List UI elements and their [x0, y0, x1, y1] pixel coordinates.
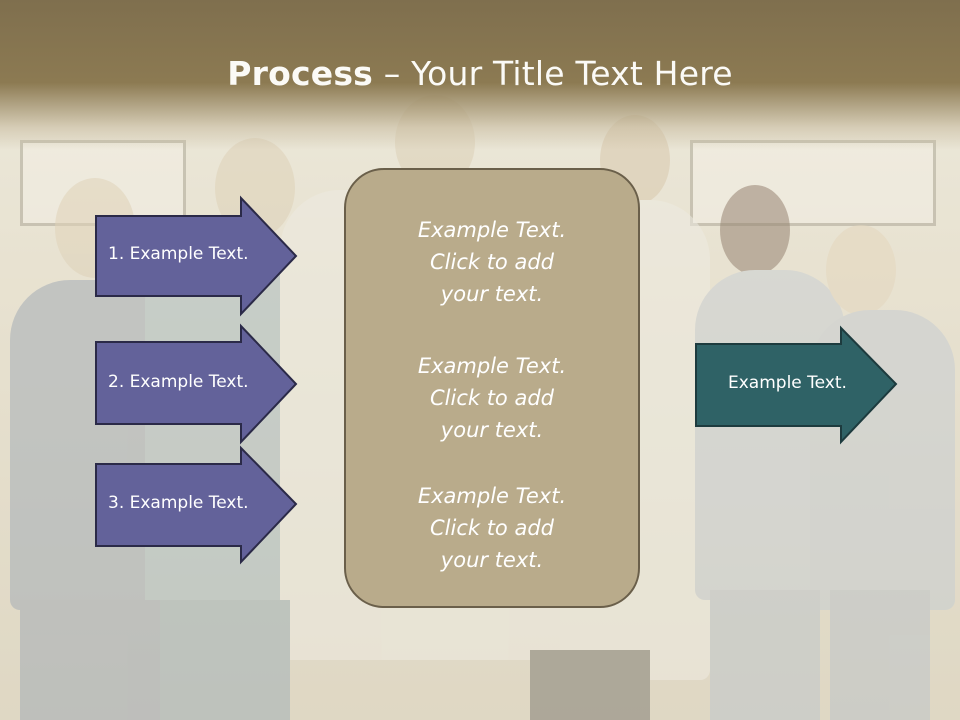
process-text-2[interactable]: Example Text. Click to add your text. — [417, 354, 567, 442]
title-rest: – Your Title Text Here — [373, 54, 733, 93]
output-arrow-label: Example Text. — [728, 373, 847, 393]
process-text-3[interactable]: Example Text. Click to add your text. — [417, 484, 567, 572]
input-arrow-1[interactable]: 1. Example Text. — [95, 195, 300, 317]
input-arrow-3[interactable]: 3. Example Text. — [95, 445, 300, 565]
input-arrow-label: 1. Example Text. — [108, 244, 249, 264]
input-arrow-label: 3. Example Text. — [108, 493, 249, 513]
output-arrow[interactable]: Example Text. — [695, 325, 900, 445]
title-bold: Process — [227, 54, 374, 93]
title-band — [0, 0, 960, 150]
input-arrow-2[interactable]: 2. Example Text. — [95, 323, 300, 445]
arrow-shape — [95, 445, 298, 565]
arrow-shape — [95, 195, 298, 317]
input-arrow-label: 2. Example Text. — [108, 372, 249, 392]
process-box[interactable]: Example Text. Click to add your text. Ex… — [344, 168, 640, 608]
arrow-shape — [695, 325, 898, 445]
arrow-shape — [95, 323, 298, 445]
slide-title[interactable]: Process – Your Title Text Here — [0, 54, 960, 93]
process-text-1[interactable]: Example Text. Click to add your text. — [417, 218, 567, 306]
